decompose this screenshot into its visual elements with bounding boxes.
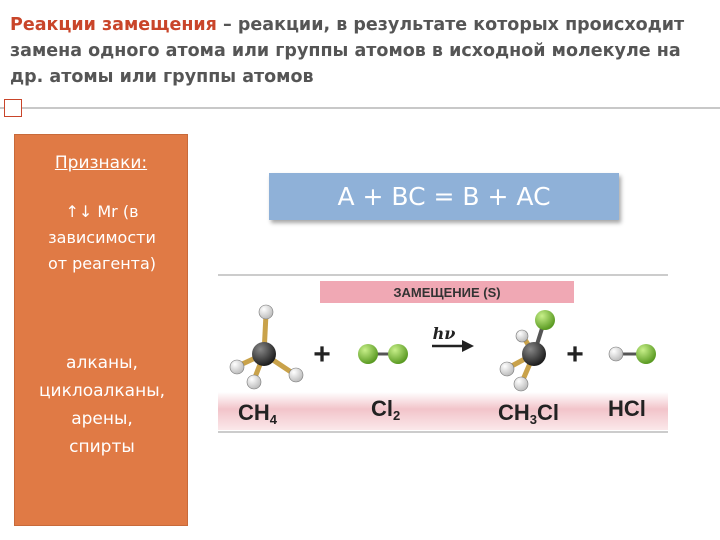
signs-line-2: зависимости [48,228,156,247]
signs-heading: Признаки: [54,153,148,173]
class-item: алканы, [66,353,138,373]
cl2-molecule-icon [358,344,408,364]
ch3cl-molecule-icon [499,310,555,392]
signs-panel: Признаки: ↑↓ Mr (в зависимости от реаген… [14,134,188,526]
general-equation: A + BC = B + AC [269,173,619,220]
class-item: циклоалканы, [38,381,166,401]
class-item: спирты [69,437,135,457]
cl2-main: Cl [371,396,393,421]
title-line2: замена одного атома или группы атомов в … [10,41,681,61]
arrow-label-hv: hν [433,324,456,343]
formula-strip [218,392,668,430]
formula-hcl: HCl [608,396,646,421]
ch4-subscript: 4 [270,412,278,427]
ch3cl-part-a: CH [498,400,530,425]
formula-ch3cl: CH3Cl [498,400,559,427]
slide-title: Реакции замещения – реакции, в результат… [10,12,710,90]
reaction-arrow-icon [432,340,474,352]
formula-ch4: CH4 [238,400,278,427]
signs-line-3: от реагента) [47,254,157,273]
divider-square-icon [4,99,22,117]
substitution-banner [320,281,574,303]
plus-sign-2: + [566,338,584,371]
ch3cl-part-b: Cl [537,400,559,425]
ch4-molecule-icon [229,304,304,390]
title-line3: др. атомы или группы атомов [10,67,314,87]
hcl-molecule-icon [608,344,656,364]
signs-line-1: ↑↓ Mr (в [65,202,139,221]
title-term: Реакции замещения [10,15,217,35]
ch3cl-subscript: 3 [530,412,537,427]
signs-text: ↑↓ Mr (в зависимости от реагента) [21,199,183,277]
cl2-subscript: 2 [393,408,400,423]
banner-label: ЗАМЕЩЕНИЕ (S) [393,285,500,300]
plus-sign-1: + [313,338,331,371]
formula-cl2: Cl2 [371,396,400,423]
ch4-main: CH [238,400,270,425]
compound-classes: алканы, циклоалканы, арены, спирты [19,349,185,461]
substitution-reaction-diagram: ЗАМЕЩЕНИЕ (S) + hν + [218,274,668,433]
title-line1-rest: – реакции, в результате которых происход… [216,15,685,35]
divider-line [0,107,720,109]
class-item: арены, [71,409,133,429]
title-divider [0,98,720,120]
